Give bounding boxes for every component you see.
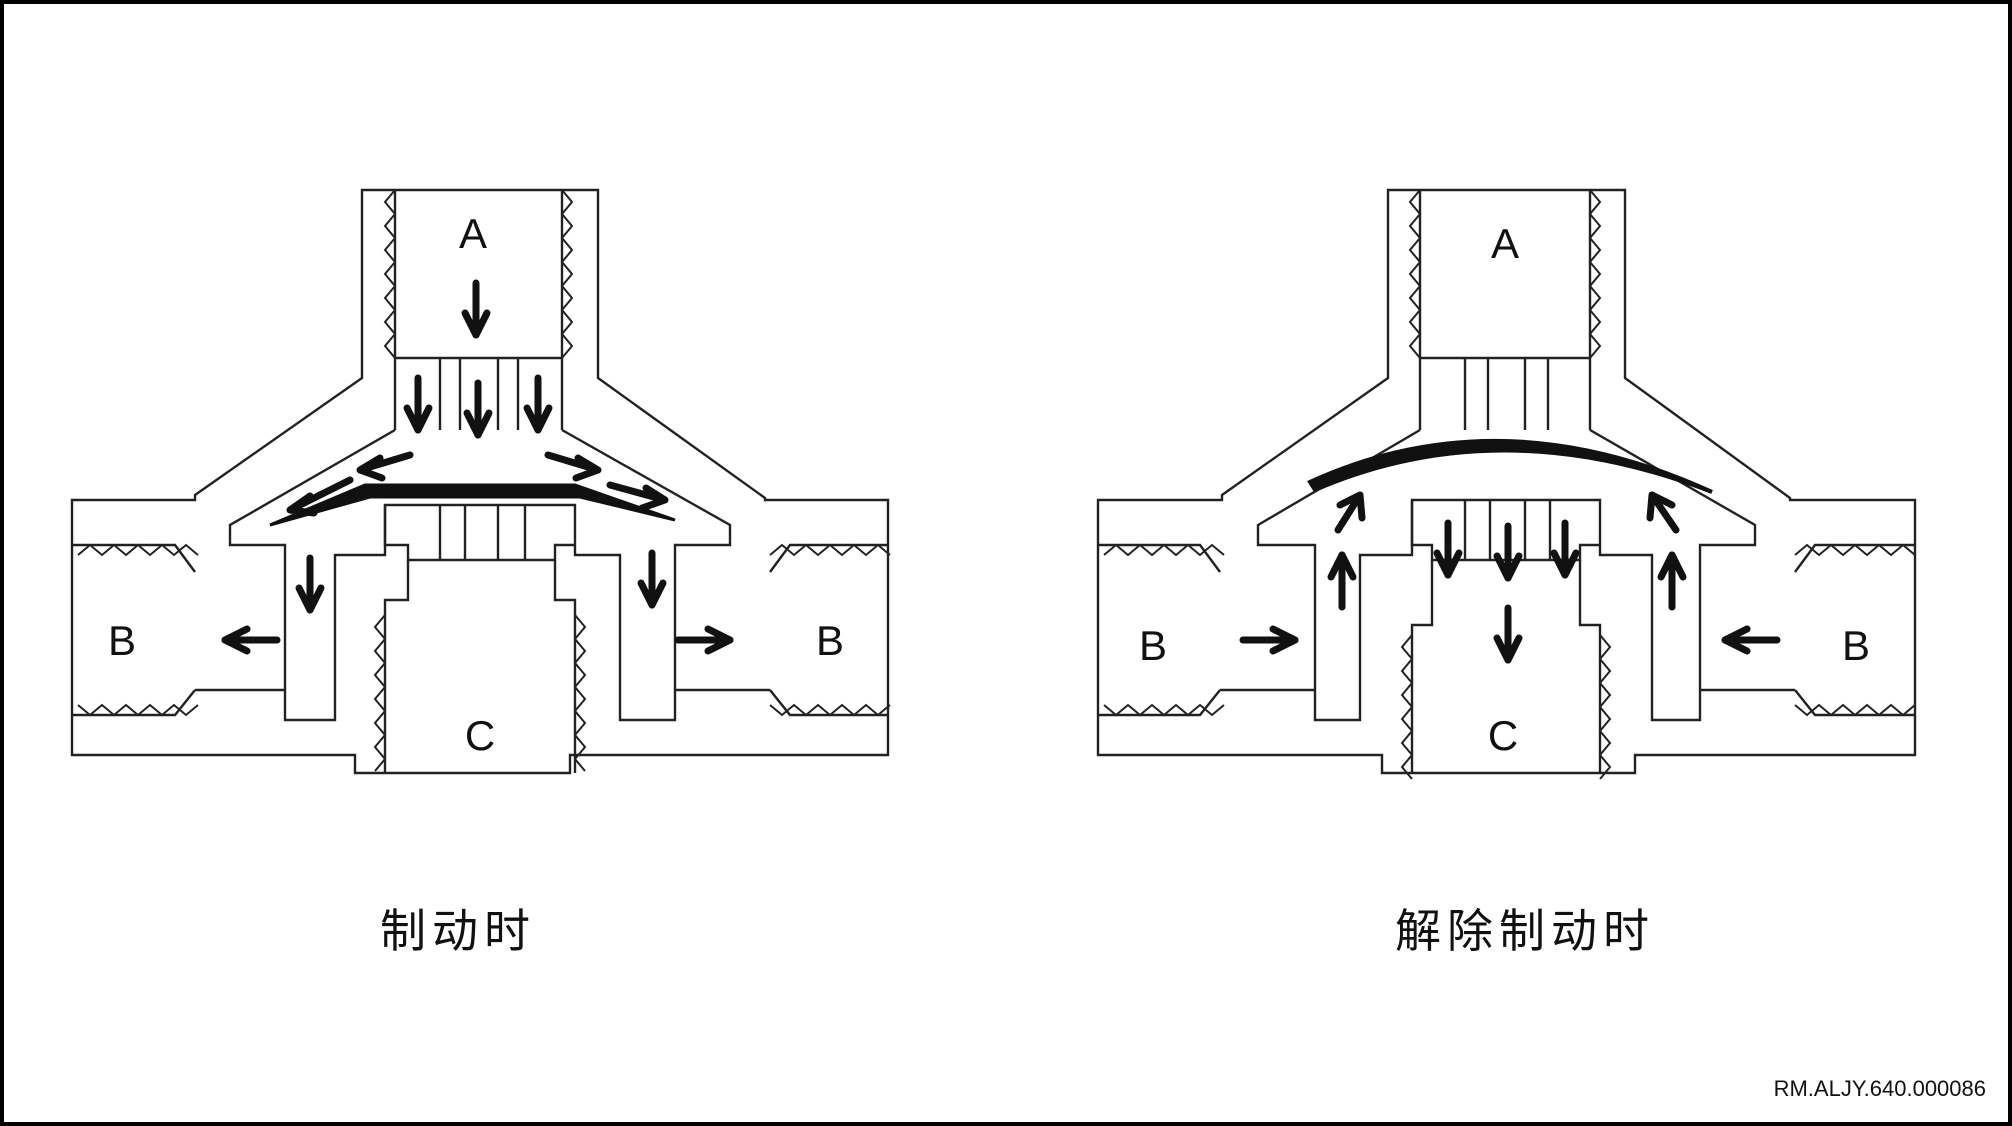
- left-port-b-right-label: B: [816, 617, 844, 664]
- left-port-b-left-label: B: [108, 617, 136, 664]
- left-arrow-a-in: [465, 283, 487, 335]
- right-nozzle: [1418, 358, 1592, 430]
- left-arrow-b-right: [678, 629, 730, 651]
- right-port-b-right-label: B: [1842, 622, 1870, 669]
- right-arrow-b-in-left: [1243, 629, 1295, 651]
- left-arrow-b-left: [225, 629, 277, 651]
- left-diaphragm: [269, 483, 676, 527]
- right-arrow-nozzle-1: [1437, 523, 1459, 575]
- right-port-a-label: A: [1491, 220, 1519, 267]
- left-valve-body: [70, 188, 890, 775]
- caption-braking: 制动时: [380, 904, 536, 958]
- left-arrow-down-right: [641, 553, 663, 605]
- left-port-c-label: C: [465, 712, 495, 759]
- right-valve: A B B C: [1096, 188, 1917, 780]
- left-nozzle: [393, 358, 564, 430]
- left-arrow-down-left: [299, 558, 321, 610]
- right-arrow-b-in-right: [1725, 629, 1777, 651]
- left-valve: A B B C: [70, 188, 891, 775]
- right-diaphragm: [1307, 438, 1713, 494]
- right-arrow-up-right: [1661, 555, 1683, 607]
- left-thread-a: [383, 189, 574, 359]
- left-port-a-label: A: [459, 210, 487, 257]
- right-arrow-up-left: [1331, 555, 1353, 607]
- right-port-b-left-label: B: [1139, 622, 1167, 669]
- left-arrow-nozzle-1: [407, 378, 429, 430]
- right-arrow-nozzle-3: [1554, 523, 1576, 575]
- right-arrow-nozzle-2: [1497, 526, 1519, 578]
- left-arrow-nozzle-3: [527, 378, 549, 430]
- reference-code: RM.ALJY.640.000086: [1773, 1076, 1986, 1101]
- right-port-c-label: C: [1488, 712, 1518, 759]
- right-arrow-c-out: [1497, 608, 1519, 660]
- left-arrow-nozzle-2: [467, 383, 489, 435]
- right-valve-body: [1096, 188, 1917, 775]
- caption-brake-released: 解除制动时: [1395, 904, 1655, 958]
